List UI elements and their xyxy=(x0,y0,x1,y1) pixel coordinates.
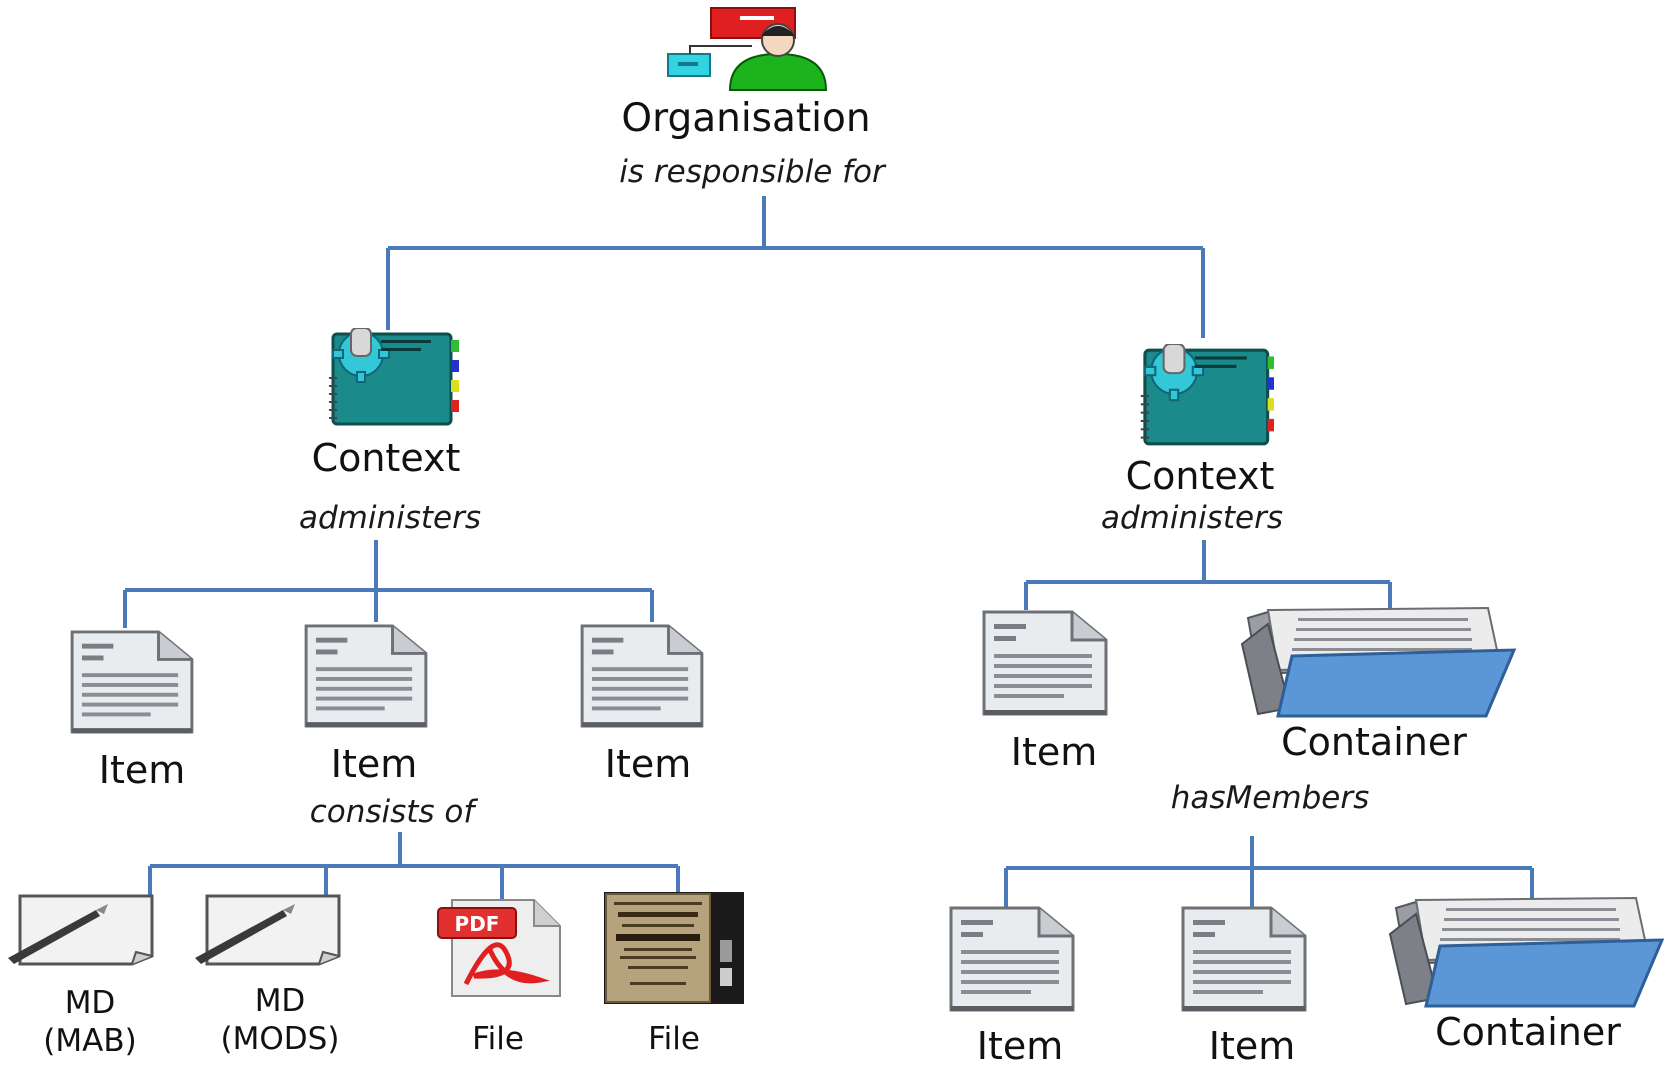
folder-icon xyxy=(1240,606,1516,718)
document-icon xyxy=(580,624,704,729)
item-relation-label: consists of xyxy=(309,794,475,830)
document-icon xyxy=(982,610,1108,717)
context-relation-label: administers xyxy=(298,500,482,536)
item-label: Item xyxy=(604,742,692,786)
document-icon xyxy=(304,624,428,729)
container-relation-label: hasMembers xyxy=(1170,780,1370,816)
container-label: Container xyxy=(1281,720,1467,764)
pdf-badge: PDF xyxy=(455,912,500,936)
item-label: Item xyxy=(976,1024,1064,1068)
context-gear-notebook-icon xyxy=(1139,344,1274,446)
document-icon xyxy=(1181,906,1307,1013)
pdf-icon xyxy=(437,899,561,997)
context-relation-label: administers xyxy=(1100,500,1284,536)
folder-icon xyxy=(1388,896,1664,1008)
organisation-label: Organisation xyxy=(621,96,871,141)
context-label: Context xyxy=(311,436,461,480)
metadata-label-line1: MD xyxy=(254,983,306,1019)
item-label: Item xyxy=(330,742,418,786)
metadata-pen-icon xyxy=(193,894,341,966)
item-label: Item xyxy=(1208,1024,1296,1068)
context-gear-notebook-icon xyxy=(327,328,460,426)
document-icon xyxy=(70,630,194,735)
metadata-label-line1: MD xyxy=(64,985,116,1021)
container-label: Container xyxy=(1435,1010,1621,1054)
organisation-relation-label: is responsible for xyxy=(619,154,885,190)
metadata-label-line2: (MODS) xyxy=(220,1021,340,1057)
file-label: File xyxy=(648,1021,700,1057)
document-icon xyxy=(949,906,1075,1013)
file-label: File xyxy=(472,1021,524,1057)
context-label: Context xyxy=(1125,454,1275,498)
scanned-document-icon xyxy=(604,892,744,1004)
metadata-label-line2: (MAB) xyxy=(43,1023,137,1059)
organisation-chart-icon xyxy=(667,7,828,91)
connector-lines xyxy=(123,196,1534,908)
item-label: Item xyxy=(1010,730,1098,774)
item-label: Item xyxy=(98,748,186,792)
metadata-pen-icon xyxy=(8,894,154,966)
